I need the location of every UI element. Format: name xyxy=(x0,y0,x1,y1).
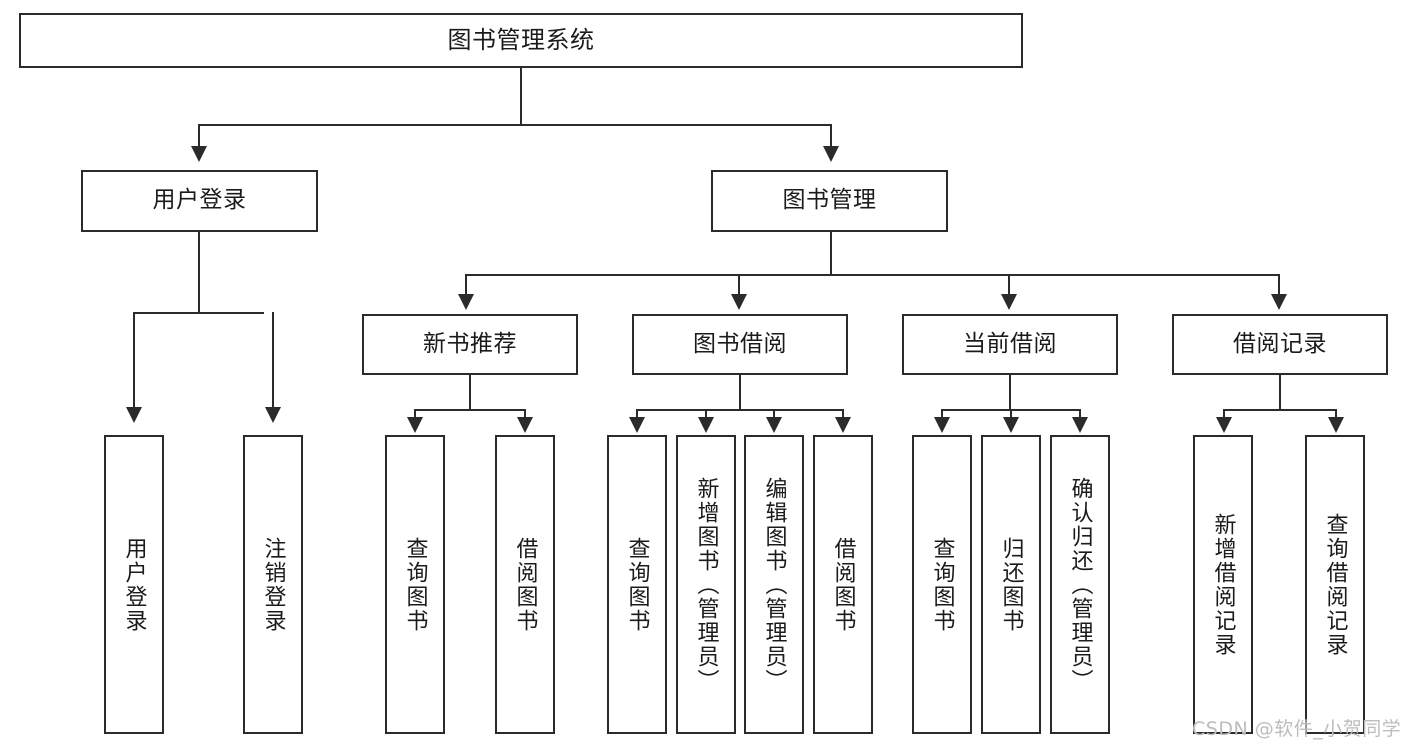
node-label: 新书推荐 xyxy=(423,330,517,357)
node-book-borrow[interactable]: 图书借阅 xyxy=(632,314,848,375)
node-label: 图书管理系统 xyxy=(447,26,595,55)
node-label: 注销登录 xyxy=(260,536,286,633)
arrow-down-icon xyxy=(1072,417,1088,433)
arrow-down-icon xyxy=(191,146,207,162)
leaf-user-login[interactable]: 用户登录 xyxy=(104,435,164,734)
arrow-down-icon xyxy=(835,417,851,433)
leaf-add-borrow-record[interactable]: 新增借阅记录 xyxy=(1193,435,1253,734)
connector-to-new-book-recommend xyxy=(465,274,467,294)
node-label: 查询借阅记录 xyxy=(1322,512,1348,657)
node-current-borrow[interactable]: 当前借阅 xyxy=(902,314,1118,375)
node-label: 查询图书 xyxy=(402,536,428,633)
connector-book-borrow-leaf-1 xyxy=(636,409,638,417)
node-label: 当前借阅 xyxy=(963,330,1057,357)
node-label: 新增借阅记录 xyxy=(1210,512,1236,657)
node-label: 图书借阅 xyxy=(693,330,787,357)
node-label: 图书管理 xyxy=(782,187,877,214)
connector-user-login-leaf-2 xyxy=(272,312,274,407)
arrow-down-icon xyxy=(629,417,645,433)
leaf-query-borrow-record[interactable]: 查询借阅记录 xyxy=(1305,435,1365,734)
arrow-down-icon xyxy=(265,407,281,423)
connector-book-borrow-bus xyxy=(636,409,843,411)
node-label: 编辑图书（管理员） xyxy=(761,476,787,693)
node-label: 借阅图书 xyxy=(830,536,856,633)
leaf-query-book-borrow[interactable]: 查询图书 xyxy=(607,435,667,734)
connector-root-to-book-management xyxy=(830,124,832,146)
leaf-borrow-book-recommend[interactable]: 借阅图书 xyxy=(495,435,555,734)
leaf-logout[interactable]: 注销登录 xyxy=(243,435,303,734)
node-new-book-recommend[interactable]: 新书推荐 xyxy=(362,314,578,375)
connector-borrow-record-bus xyxy=(1223,409,1336,411)
node-label: 借阅图书 xyxy=(512,536,538,633)
connector-book-management-bus xyxy=(465,274,1280,276)
connector-book-borrow-leaf-3 xyxy=(773,409,775,417)
node-book-management[interactable]: 图书管理 xyxy=(711,170,948,232)
node-label: 用户登录 xyxy=(152,187,247,214)
connector-new-book-leaf-2 xyxy=(524,409,526,417)
connector-borrow-record-stem xyxy=(1279,375,1281,409)
leaf-confirm-return-admin[interactable]: 确认归还（管理员） xyxy=(1050,435,1110,734)
arrow-down-icon xyxy=(1216,417,1232,433)
connector-book-borrow-leaf-2 xyxy=(705,409,707,417)
node-label: 新增图书（管理员） xyxy=(693,476,719,693)
arrow-down-icon xyxy=(823,146,839,162)
connector-new-book-stem xyxy=(469,375,471,409)
arrow-down-icon xyxy=(934,417,950,433)
arrow-down-icon xyxy=(517,417,533,433)
leaf-borrow-book[interactable]: 借阅图书 xyxy=(813,435,873,734)
node-label: 归还图书 xyxy=(998,536,1024,633)
connector-root-bus xyxy=(198,124,832,126)
connector-user-login-bus xyxy=(133,312,264,314)
arrow-down-icon xyxy=(698,417,714,433)
node-label: 用户登录 xyxy=(121,536,147,633)
leaf-query-book-current[interactable]: 查询图书 xyxy=(912,435,972,734)
leaf-add-book-admin[interactable]: 新增图书（管理员） xyxy=(676,435,736,734)
connector-to-current-borrow xyxy=(1008,274,1010,294)
connector-user-login-leaf-1 xyxy=(133,312,135,407)
connector-new-book-bus xyxy=(414,409,525,411)
connector-user-login-stem xyxy=(198,232,200,312)
node-label: 查询图书 xyxy=(929,536,955,633)
connector-to-book-borrow xyxy=(738,274,740,294)
arrow-down-icon xyxy=(458,294,474,310)
connector-current-borrow-leaf-3 xyxy=(1079,409,1081,417)
arrow-down-icon xyxy=(1003,417,1019,433)
connector-book-borrow-leaf-4 xyxy=(842,409,844,417)
node-label: 查询图书 xyxy=(624,536,650,633)
connector-borrow-record-leaf-2 xyxy=(1335,409,1337,417)
arrow-down-icon xyxy=(126,407,142,423)
connector-book-management-stem xyxy=(830,232,832,274)
arrow-down-icon xyxy=(1271,294,1287,310)
connector-root-to-user-login xyxy=(198,124,200,146)
connector-borrow-record-leaf-1 xyxy=(1223,409,1225,417)
connector-current-borrow-stem xyxy=(1009,375,1011,409)
leaf-return-book[interactable]: 归还图书 xyxy=(981,435,1041,734)
leaf-query-book-recommend[interactable]: 查询图书 xyxy=(385,435,445,734)
node-root-book-management-system[interactable]: 图书管理系统 xyxy=(19,13,1023,68)
arrow-down-icon xyxy=(731,294,747,310)
connector-to-borrow-record xyxy=(1278,274,1280,294)
arrow-down-icon xyxy=(1001,294,1017,310)
arrow-down-icon xyxy=(766,417,782,433)
connector-current-borrow-leaf-1 xyxy=(941,409,943,417)
node-label: 借阅记录 xyxy=(1233,330,1327,357)
leaf-edit-book-admin[interactable]: 编辑图书（管理员） xyxy=(744,435,804,734)
connector-current-borrow-leaf-2 xyxy=(1010,409,1012,417)
connector-book-borrow-stem xyxy=(739,375,741,409)
connector-root-stem xyxy=(520,68,522,124)
node-label: 确认归还（管理员） xyxy=(1067,476,1093,693)
node-borrow-record[interactable]: 借阅记录 xyxy=(1172,314,1388,375)
arrow-down-icon xyxy=(407,417,423,433)
node-user-login[interactable]: 用户登录 xyxy=(81,170,318,232)
connector-new-book-leaf-1 xyxy=(414,409,416,417)
arrow-down-icon xyxy=(1328,417,1344,433)
